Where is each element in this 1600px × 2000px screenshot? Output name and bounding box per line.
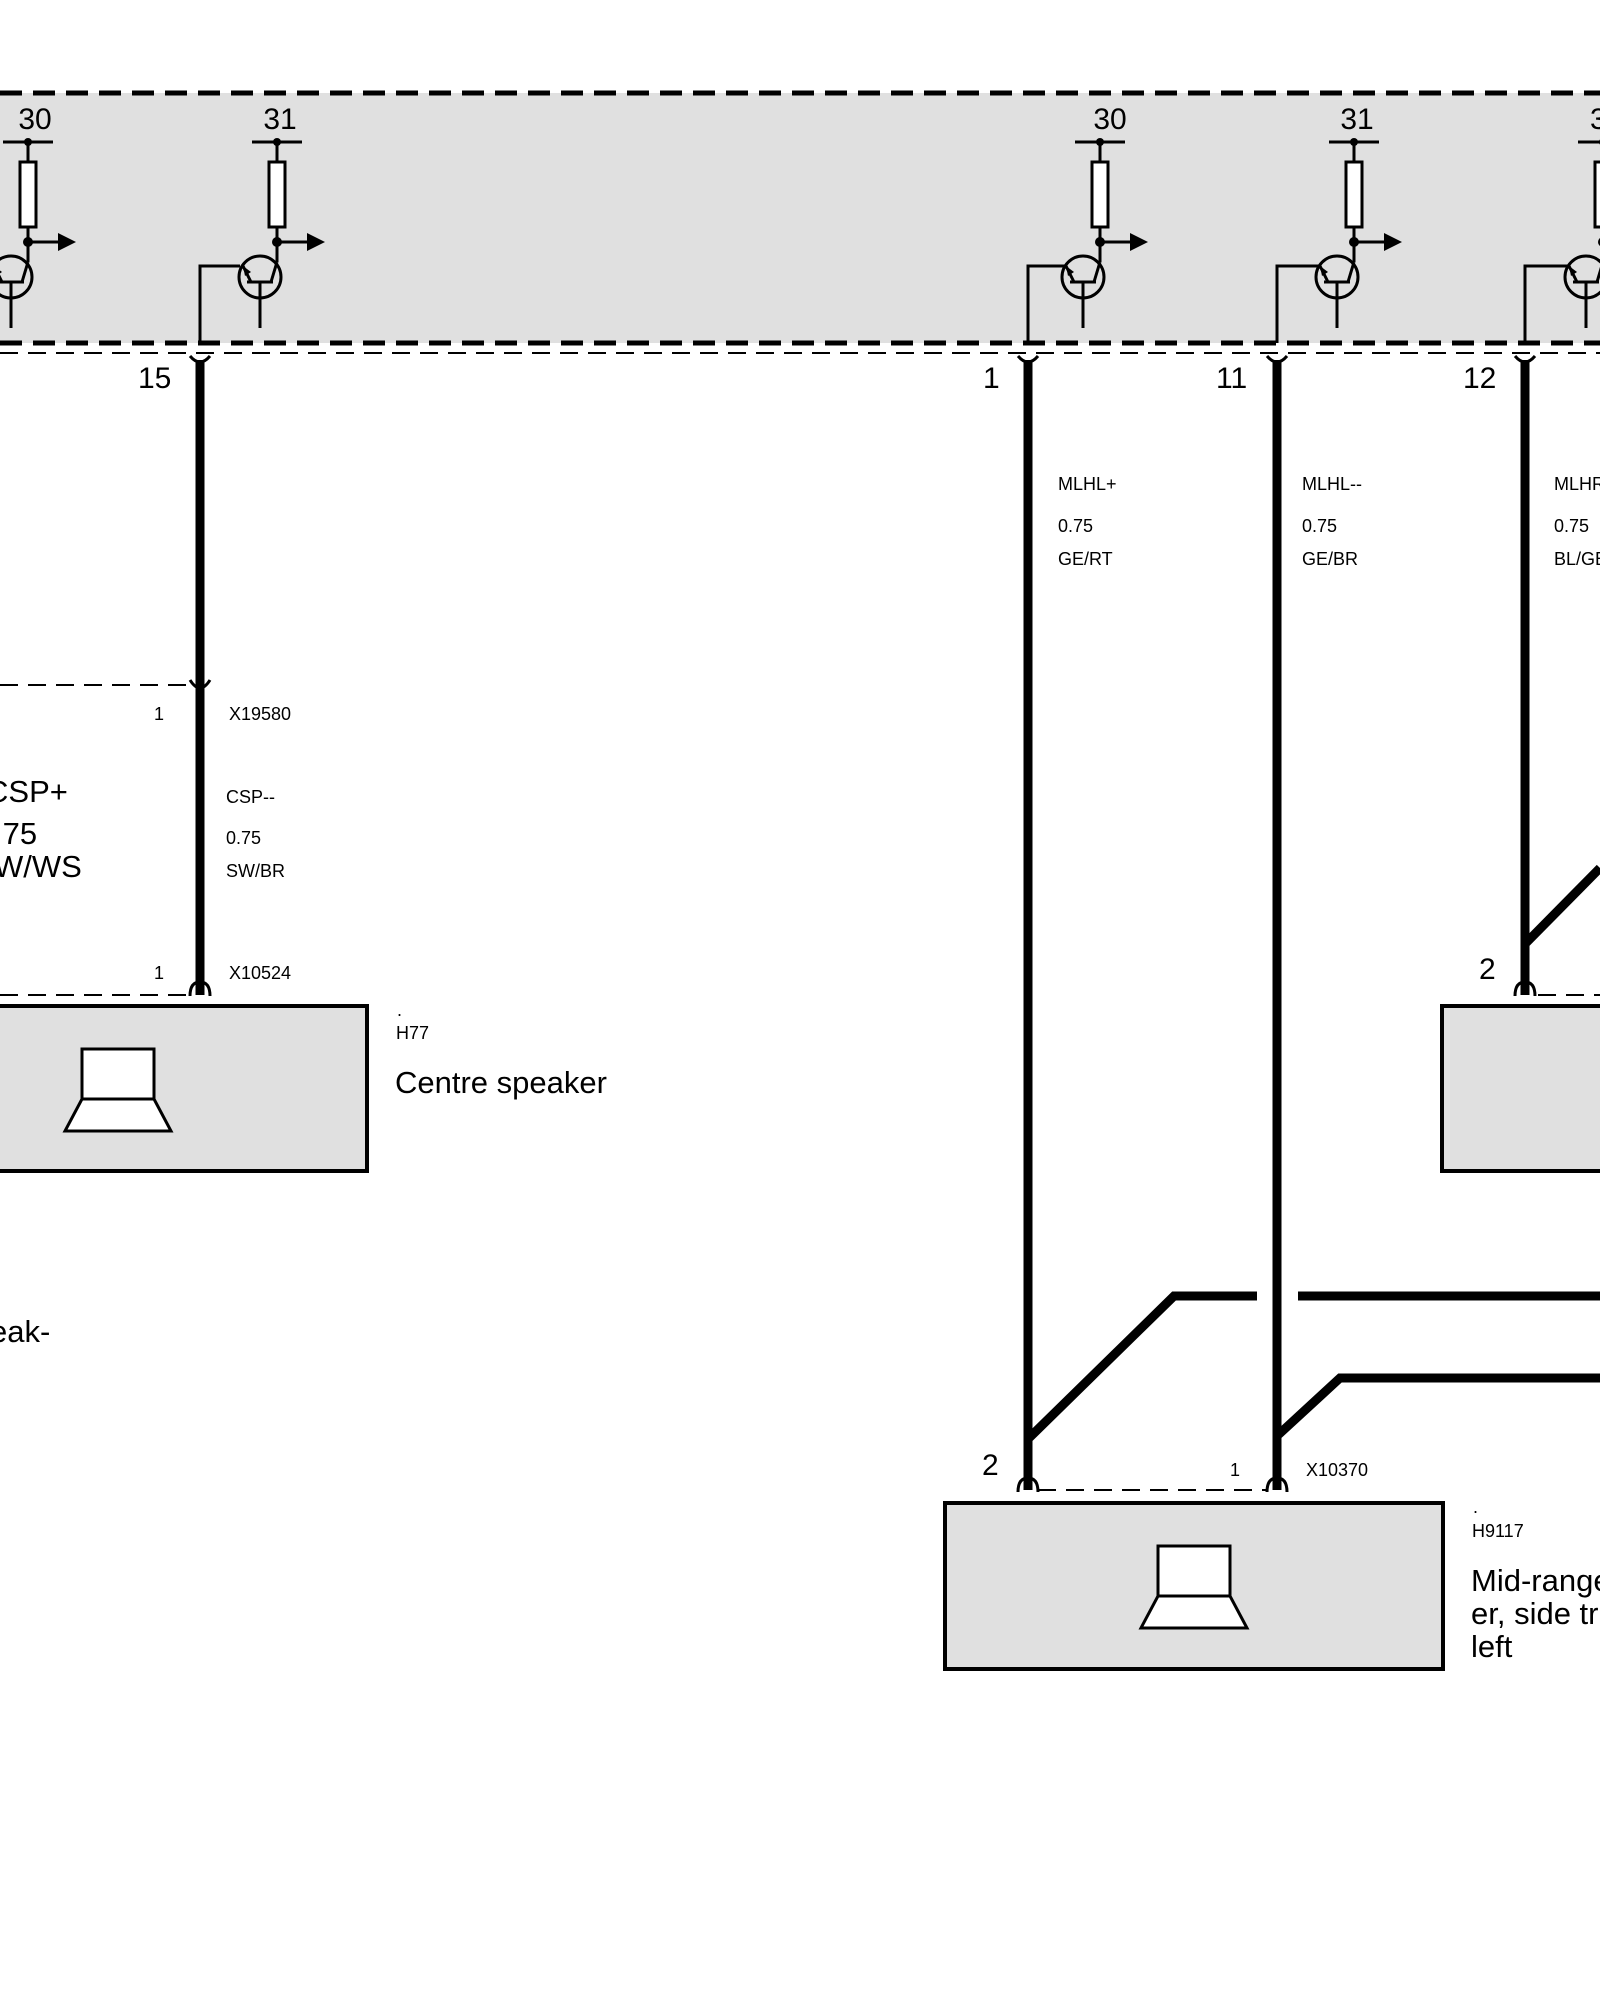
svg-text:0.75: 0.75 bbox=[1302, 516, 1337, 536]
wire-label-mlhl-minus: MLHL-- 0.75 GE/BR bbox=[1302, 474, 1362, 569]
pin-number: 11 bbox=[1216, 362, 1247, 395]
right-speaker-component bbox=[1440, 1004, 1600, 1173]
svg-text:0.75: 0.75 bbox=[1058, 516, 1093, 536]
svg-text:CSP--: CSP-- bbox=[226, 787, 275, 807]
terminal-label: 31 bbox=[263, 103, 296, 136]
svg-text:0.75: 0.75 bbox=[226, 828, 261, 848]
connector-id: X10370 bbox=[1306, 1460, 1368, 1480]
svg-text:GE/RT: GE/RT bbox=[1058, 549, 1113, 569]
svg-text:er, side trim: er, side trim bbox=[1471, 1596, 1600, 1631]
svg-text:left: left bbox=[1471, 1629, 1513, 1664]
svg-text:Centre speaker: Centre speaker bbox=[395, 1065, 607, 1100]
centre-speaker-component: . H77 Centre speaker bbox=[0, 1000, 607, 1173]
svg-text:.: . bbox=[1473, 1497, 1478, 1517]
connector-pin: 1 bbox=[154, 704, 164, 724]
svg-text:GE/BR: GE/BR bbox=[1302, 549, 1358, 569]
terminal-label: 3 bbox=[1590, 103, 1600, 136]
connector-id: X10524 bbox=[229, 963, 291, 983]
wire-label-csp-plus: CSP+ .75 W/WS bbox=[0, 774, 82, 884]
svg-text:MLHL+: MLHL+ bbox=[1058, 474, 1117, 494]
wire-label-mlhl-plus: MLHL+ 0.75 GE/RT bbox=[1058, 474, 1117, 569]
connector-pin: 1 bbox=[154, 963, 164, 983]
terminal-label: 30 bbox=[18, 103, 51, 136]
component-label-partial: eak- bbox=[0, 1314, 50, 1349]
connector-pin: 1 bbox=[1230, 1460, 1240, 1480]
svg-text:0.75: 0.75 bbox=[1554, 516, 1589, 536]
svg-text:H9117: H9117 bbox=[1472, 1521, 1524, 1541]
svg-text:Mid-range speak-: Mid-range speak- bbox=[1471, 1563, 1600, 1598]
amplifier-module: 30 31 30 31 3 bbox=[0, 90, 1600, 354]
svg-text:MLHL--: MLHL-- bbox=[1302, 474, 1362, 494]
svg-text:.: . bbox=[397, 1000, 402, 1020]
connector-pin: 2 bbox=[982, 1449, 999, 1482]
speaker-icon bbox=[63, 1047, 173, 1133]
svg-text:.75: .75 bbox=[0, 816, 37, 851]
terminal-label: 30 bbox=[1093, 103, 1126, 136]
connector-id: X19580 bbox=[229, 704, 291, 724]
pin-number: 12 bbox=[1463, 362, 1496, 395]
svg-text:H77: H77 bbox=[396, 1023, 429, 1043]
wire-label-csp-minus: CSP-- 0.75 SW/BR bbox=[226, 787, 285, 881]
connector-pin: 2 bbox=[1479, 953, 1496, 986]
svg-text:BL/GE: BL/GE bbox=[1554, 549, 1600, 569]
mid-range-speaker-component: . H9117 Mid-range speak- er, side trim l… bbox=[943, 1497, 1600, 1671]
speaker-icon bbox=[1139, 1544, 1249, 1630]
wire-label-mlhr: MLHR 0.75 BL/GE bbox=[1554, 474, 1600, 569]
svg-text:SW/BR: SW/BR bbox=[226, 861, 285, 881]
wires bbox=[0, 354, 1600, 1493]
svg-text:MLHR: MLHR bbox=[1554, 474, 1600, 494]
terminal-label: 31 bbox=[1340, 103, 1373, 136]
svg-text:CSP+: CSP+ bbox=[0, 774, 68, 809]
svg-text:W/WS: W/WS bbox=[0, 849, 82, 884]
pin-number: 1 bbox=[983, 362, 1000, 395]
pin-number: 15 bbox=[138, 362, 171, 395]
